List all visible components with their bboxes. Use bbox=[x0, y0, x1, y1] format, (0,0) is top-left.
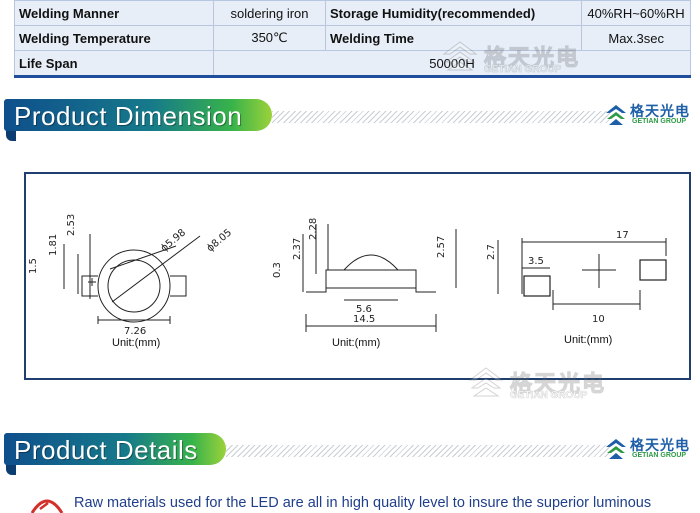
spec-value: Max.3sec bbox=[581, 25, 691, 51]
table-row: Welding Manner soldering iron Storage Hu… bbox=[14, 0, 691, 26]
section-title: Product Details bbox=[14, 435, 198, 465]
dim-label: 1.5 bbox=[28, 258, 39, 274]
dim-label: 5.6 bbox=[356, 304, 372, 315]
header-tab bbox=[6, 127, 16, 141]
table-row: Life Span 50000H bbox=[14, 50, 691, 77]
watermark-sub: GETIAN GROUP bbox=[484, 64, 562, 76]
brand-name: 格天光电 bbox=[630, 437, 690, 453]
dim-label: 2.7 bbox=[486, 244, 497, 260]
section-header-details: Product Details 格天光电 GETIAN GROUP bbox=[4, 433, 696, 475]
header-pill: Product Dimension bbox=[4, 99, 272, 131]
section-title: Product Dimension bbox=[14, 101, 243, 131]
brand-sub: GETIAN GROUP bbox=[632, 118, 687, 125]
dimension-diagram-panel: 1.5 1.81 2.53 ϕ5.98 ϕ8.05 7.26 0.3 2.37 … bbox=[24, 172, 691, 380]
spec-value: 40%RH~60%RH bbox=[581, 0, 691, 26]
spec-value: 50000H bbox=[213, 50, 691, 77]
details-text: Raw materials used for the LED are all i… bbox=[74, 495, 652, 511]
header-stripe bbox=[226, 445, 610, 457]
dim-label: 14.5 bbox=[353, 314, 375, 325]
spec-label: Life Span bbox=[14, 50, 214, 77]
brand-sub: GETIAN GROUP bbox=[632, 452, 687, 459]
watermark-logo-icon bbox=[468, 367, 504, 397]
spec-table: Welding Manner soldering iron Storage Hu… bbox=[14, 0, 691, 78]
dim-label: 0.3 bbox=[272, 262, 283, 278]
dim-label: 1.81 bbox=[48, 234, 59, 256]
dimension-drawing: 1.5 1.81 2.53 ϕ5.98 ϕ8.05 7.26 0.3 2.37 … bbox=[28, 214, 667, 337]
header-tab bbox=[6, 461, 16, 475]
header-stripe bbox=[272, 111, 610, 123]
dim-label: 3.5 bbox=[528, 256, 544, 267]
unit-label: Unit:(mm) bbox=[332, 337, 381, 349]
dim-label: 17 bbox=[616, 230, 629, 241]
spec-label: Welding Time bbox=[325, 25, 582, 51]
brand-logo: 格天光电 GETIAN GROUP bbox=[604, 101, 690, 131]
header-pill: Product Details bbox=[4, 433, 226, 465]
watermark-name: 格天光电 bbox=[483, 45, 581, 71]
dim-label: 2.57 bbox=[436, 236, 447, 258]
watermark-sub: GETIAN GROUP bbox=[510, 390, 588, 402]
dim-label: 10 bbox=[592, 314, 605, 325]
dim-label: 7.26 bbox=[124, 326, 146, 337]
unit-label: Unit:(mm) bbox=[112, 337, 161, 349]
section-header-dimension: Product Dimension 格天光电 GETIAN GROUP bbox=[4, 99, 696, 141]
logo-icon bbox=[606, 105, 626, 125]
dim-label: 2.28 bbox=[308, 218, 319, 240]
spec-value: soldering iron bbox=[213, 0, 326, 26]
watermark: 格天光电 GETIAN GROUP bbox=[466, 366, 636, 406]
dim-label: ϕ8.05 bbox=[205, 227, 234, 254]
spec-label: Welding Temperature bbox=[14, 25, 214, 51]
watermark-logo-icon bbox=[442, 41, 478, 71]
dim-label: ϕ5.98 bbox=[159, 227, 188, 254]
spec-label: Storage Humidity(recommended) bbox=[325, 0, 582, 26]
bullet-icon bbox=[30, 499, 64, 513]
unit-label: Unit:(mm) bbox=[564, 334, 613, 346]
spec-label: Welding Manner bbox=[14, 0, 214, 26]
watermark-name: 格天光电 bbox=[509, 371, 607, 397]
table-row: Welding Temperature 350℃ Welding Time Ma… bbox=[14, 25, 691, 51]
logo-icon bbox=[606, 439, 626, 459]
dim-label: 2.53 bbox=[66, 214, 77, 236]
dim-label: 2.37 bbox=[292, 238, 303, 260]
brand-logo: 格天光电 GETIAN GROUP bbox=[604, 435, 690, 465]
spec-value: 350℃ bbox=[213, 25, 326, 51]
watermark: 格天光电 GETIAN GROUP bbox=[440, 40, 610, 76]
brand-name: 格天光电 bbox=[630, 103, 690, 119]
